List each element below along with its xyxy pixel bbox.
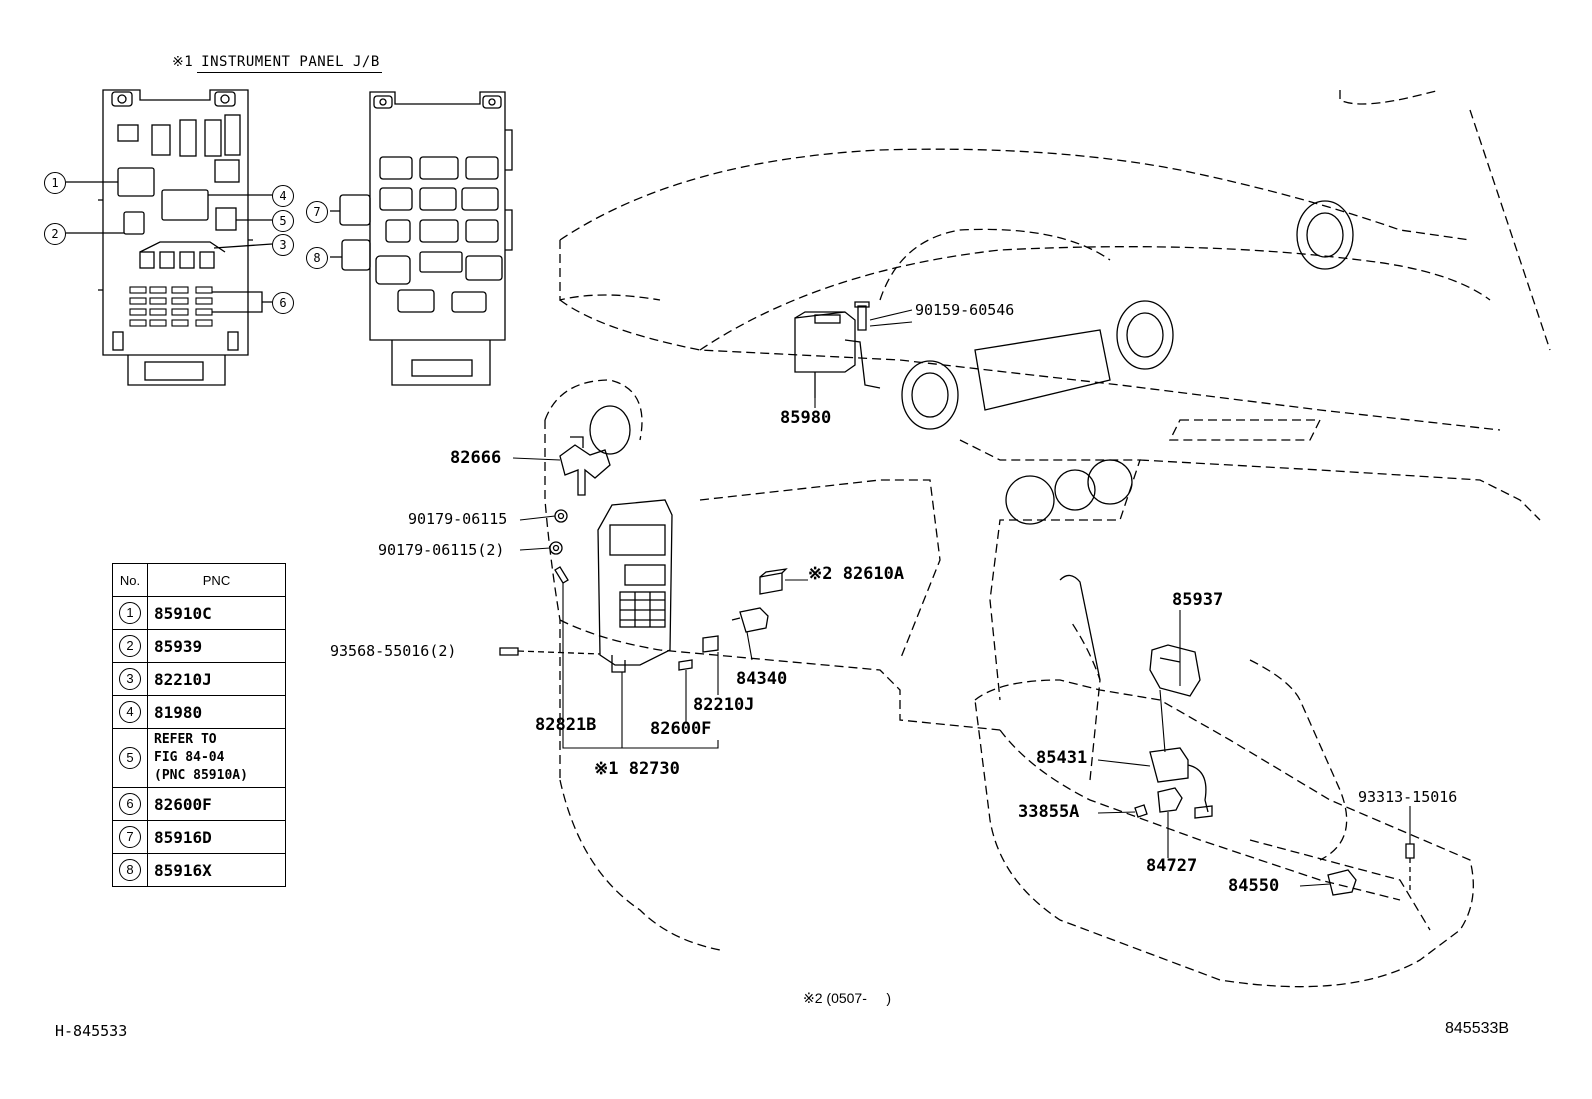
callout-3: 3 xyxy=(272,234,294,256)
cap-33855a xyxy=(1134,804,1148,818)
jb-rear-view xyxy=(330,91,513,386)
row-pnc: 82600F xyxy=(147,787,286,821)
label-82210j: 82210J xyxy=(693,695,755,715)
label-82821b: 82821B xyxy=(535,715,597,735)
label-82730: ※1 82730 xyxy=(594,759,680,779)
row-pnc: 81980 xyxy=(147,695,286,729)
vents xyxy=(589,200,1354,681)
row-no: 7 xyxy=(119,826,141,848)
table-row: 4 81980 xyxy=(112,695,286,729)
table-row: 3 82210J xyxy=(112,662,286,696)
callout-7: 7 xyxy=(306,201,328,223)
label-85980: 85980 xyxy=(780,408,832,428)
callout-8: 8 xyxy=(306,247,328,269)
label-84550: 84550 xyxy=(1228,876,1280,896)
fuse-82600f xyxy=(678,659,693,671)
table-row: 5 REFER TO FIG 84-04 (PNC 85910A) xyxy=(112,728,286,788)
bolt-90159 xyxy=(854,301,870,331)
table-row: 7 85916D xyxy=(112,820,286,854)
callout-2: 2 xyxy=(44,223,66,245)
label-90179-06115-2: 90179-06115(2) xyxy=(378,541,505,559)
header-pnc: PNC xyxy=(147,563,286,597)
relay-82210j xyxy=(702,635,719,653)
switch-84340 xyxy=(731,607,769,633)
footer-note: ※2 (0507- ) xyxy=(803,990,891,1006)
bolt-93568 xyxy=(499,647,601,656)
dashboard-outline xyxy=(544,89,1551,988)
row-pnc: 85916X xyxy=(147,853,286,887)
callout-1: 1 xyxy=(44,172,66,194)
pnc-table: No. PNC 1 85910C 2 85939 3 82210J 4 8198… xyxy=(112,563,286,887)
bracket-82666 xyxy=(559,436,611,496)
label-33855a: 33855A xyxy=(1018,802,1080,822)
row-no: 1 xyxy=(119,602,141,624)
switch-84550 xyxy=(1327,869,1357,896)
row-pnc: 82210J xyxy=(147,662,286,696)
footer-right-code: 845533B xyxy=(1445,1020,1510,1037)
header-no: No. xyxy=(112,563,148,597)
screw-93313 xyxy=(1405,843,1415,890)
label-84340: 84340 xyxy=(736,669,788,689)
jb-front-view xyxy=(66,89,273,386)
callout-5: 5 xyxy=(272,210,294,232)
label-82600f: 82600F xyxy=(650,719,712,739)
module-85431 xyxy=(1149,747,1213,819)
row-no: 5 xyxy=(119,747,141,769)
label-90179-06115: 90179-06115 xyxy=(408,510,508,528)
table-header-row: No. PNC xyxy=(112,563,286,597)
table-row: 8 85916X xyxy=(112,853,286,887)
table-row: 1 85910C xyxy=(112,596,286,630)
row-no: 8 xyxy=(119,859,141,881)
title-text: INSTRUMENT PANEL J/B xyxy=(197,54,382,73)
label-82666: 82666 xyxy=(450,448,502,468)
row-no: 2 xyxy=(119,635,141,657)
label-85937: 85937 xyxy=(1172,590,1224,610)
label-90159-60546: 90159-60546 xyxy=(915,301,1015,319)
connector-82610a xyxy=(759,568,788,595)
junction-block-82730 xyxy=(597,499,673,673)
switch-84727 xyxy=(1157,787,1183,813)
row-no: 3 xyxy=(119,668,141,690)
row-pnc: 85910C xyxy=(147,596,286,630)
table-row: 6 82600F xyxy=(112,787,286,821)
label-85431: 85431 xyxy=(1036,748,1088,768)
row-no: 6 xyxy=(119,793,141,815)
label-84727: 84727 xyxy=(1146,856,1198,876)
row-pnc: REFER TO FIG 84-04 (PNC 85910A) xyxy=(147,728,286,788)
leader-lines xyxy=(512,309,1411,887)
label-93568-55016: 93568-55016(2) xyxy=(330,642,457,660)
relay-85980 xyxy=(794,311,881,398)
row-pnc: 85939 xyxy=(147,629,286,663)
fuse-82821b xyxy=(554,566,569,584)
label-93313-15016: 93313-15016 xyxy=(1358,788,1458,806)
callout-4: 4 xyxy=(272,185,294,207)
label-82610a: ※2 82610A xyxy=(808,564,905,584)
row-no: 4 xyxy=(119,701,141,723)
footer-left-code: H-845533 xyxy=(55,1022,128,1040)
row-pnc: 85916D xyxy=(147,820,286,854)
sensor-85937 xyxy=(1149,644,1201,697)
callout-6: 6 xyxy=(272,292,294,314)
title-mark: ※1 xyxy=(172,54,194,70)
table-row: 2 85939 xyxy=(112,629,286,663)
